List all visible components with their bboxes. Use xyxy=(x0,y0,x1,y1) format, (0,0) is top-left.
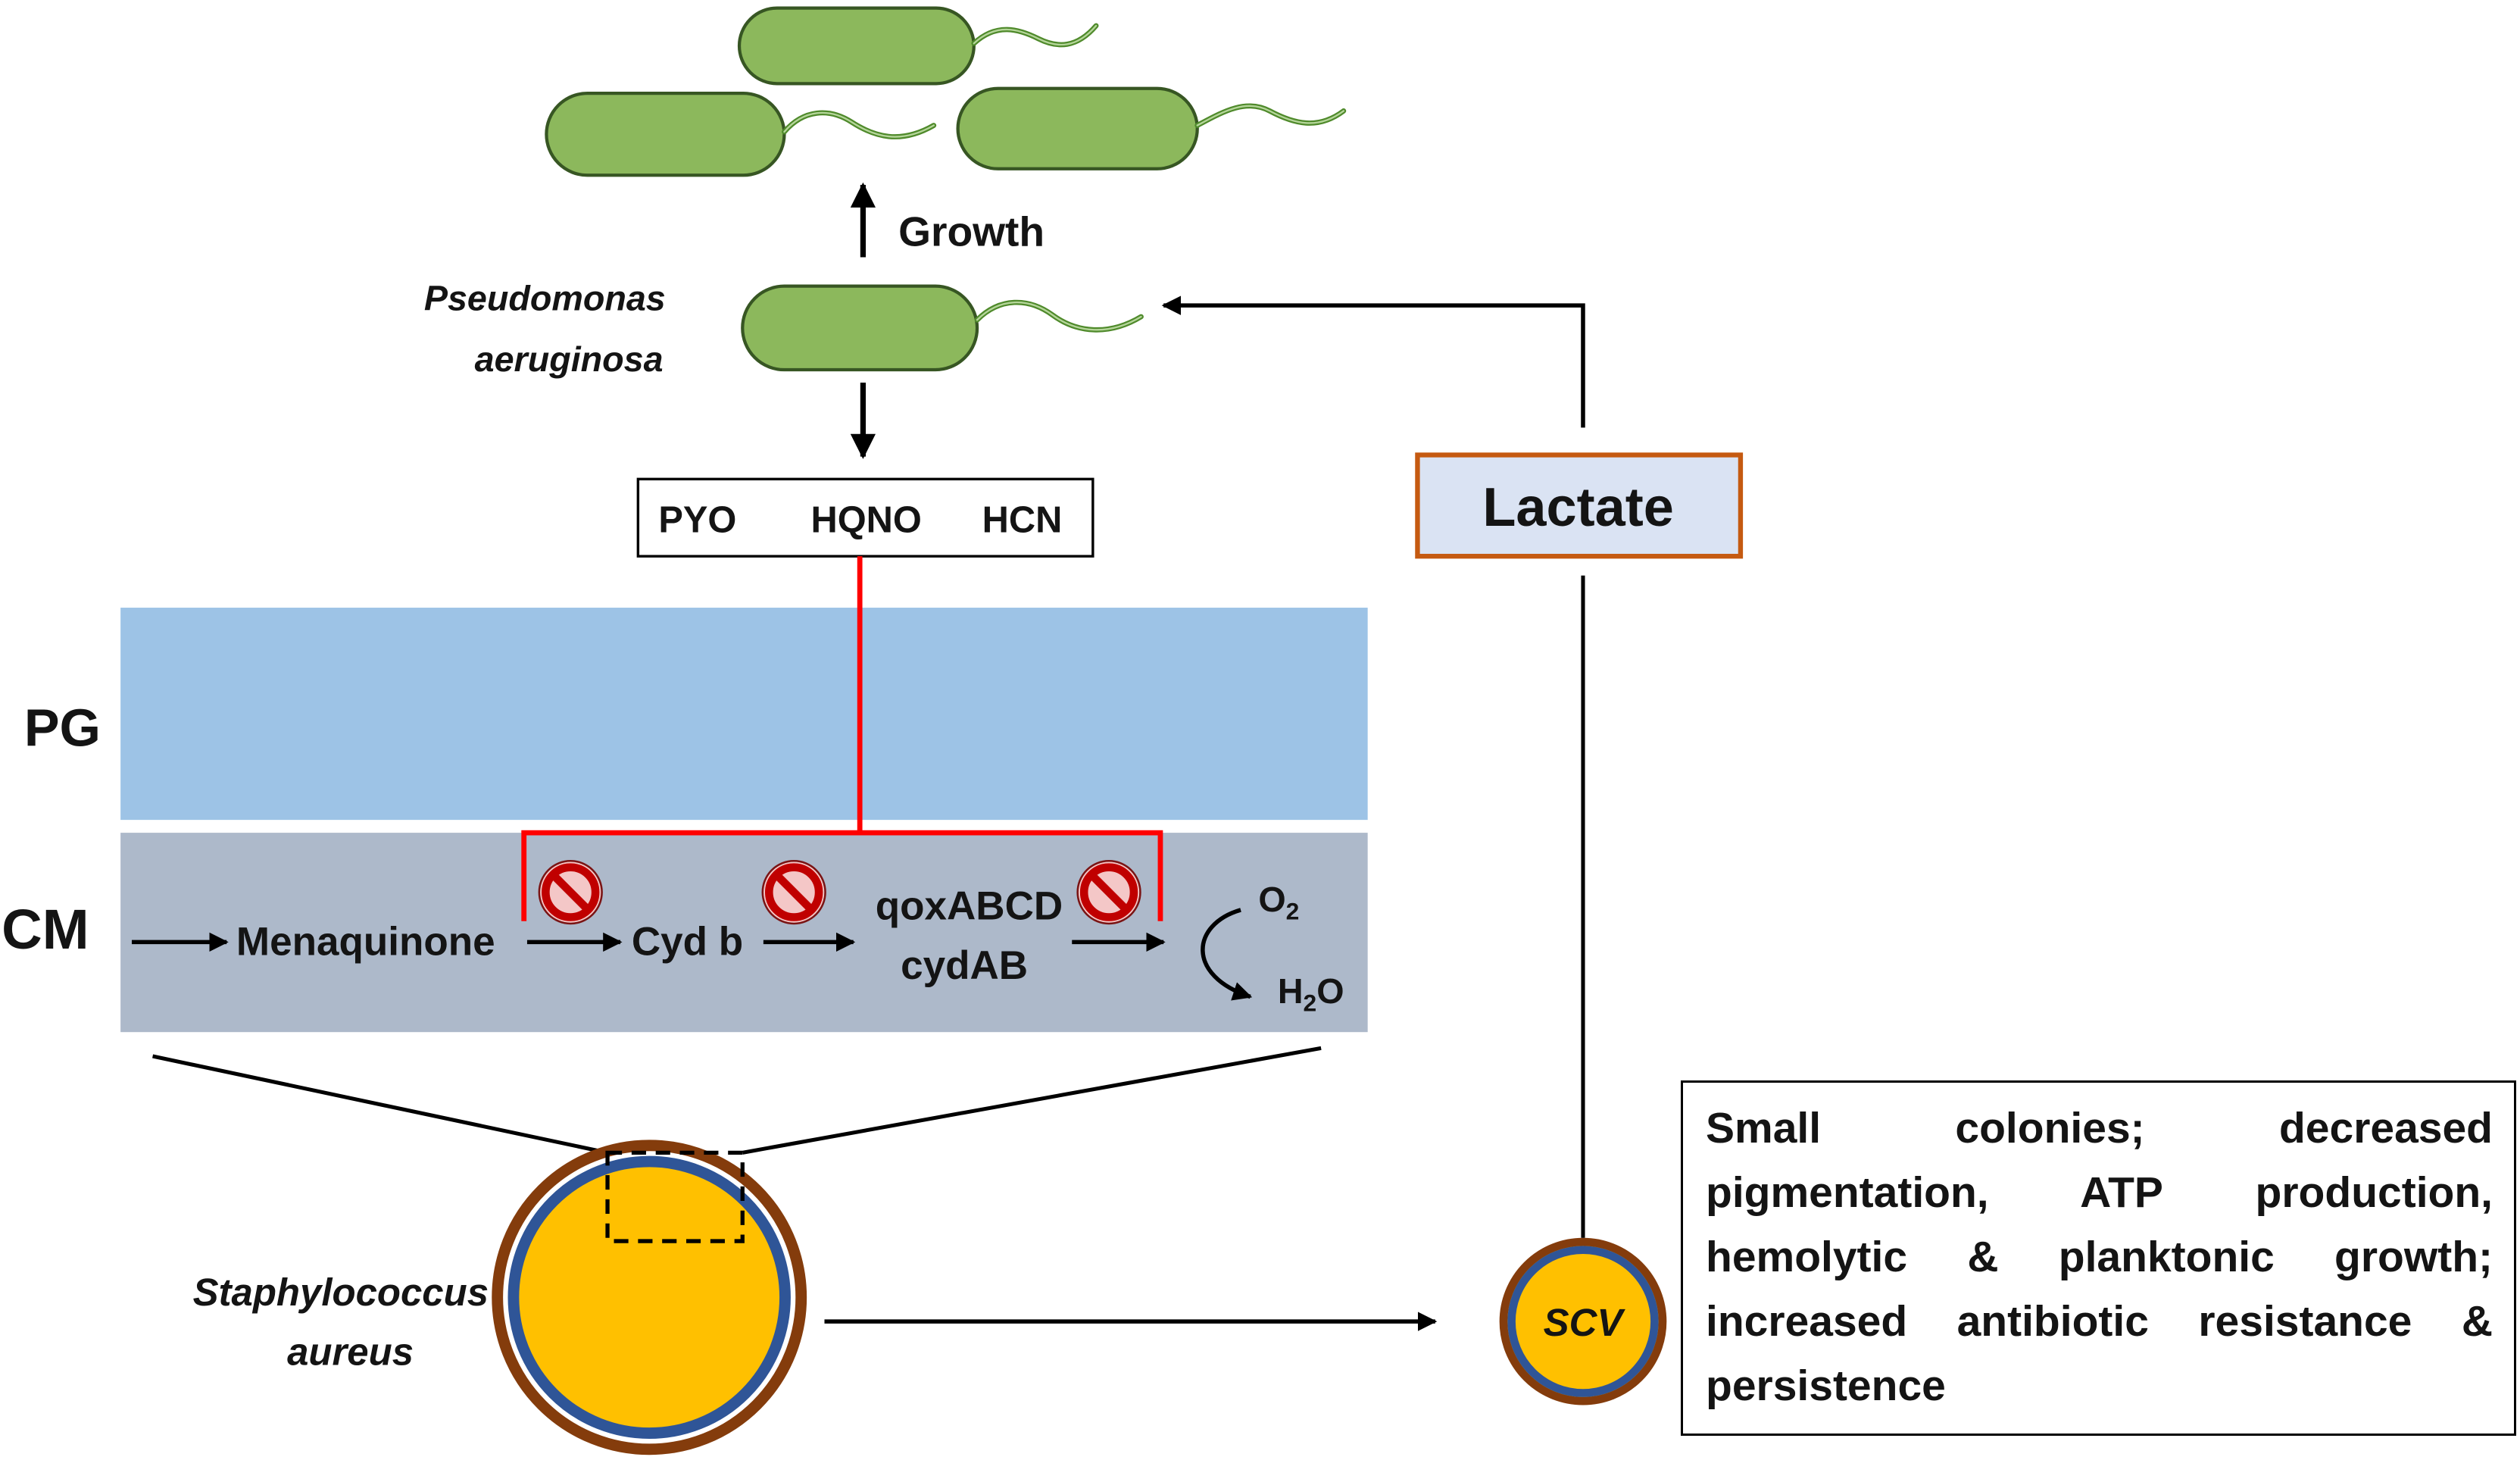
factor-pyo: PYO xyxy=(658,499,736,540)
peptidoglycan-layer xyxy=(120,608,1368,821)
staph-label-genus: Staphylococcus xyxy=(193,1271,489,1314)
bacterium-rod-icon xyxy=(545,91,937,177)
bacterium-body xyxy=(956,86,1199,170)
prohibition-icon xyxy=(761,859,826,925)
prohibition-icon xyxy=(1076,859,1141,925)
bacterium-body xyxy=(737,6,976,86)
scv-cell: SCV xyxy=(1499,1237,1667,1405)
pseudomonas-label-genus: Pseudomonas xyxy=(424,279,666,318)
bacterium-body xyxy=(741,284,979,372)
cydab-label: cydAB xyxy=(901,943,1028,988)
menaquinone-label: Menaquinone xyxy=(236,919,495,964)
water-subscript: 2 xyxy=(1304,990,1317,1017)
staph-aureus-cell xyxy=(492,1140,807,1455)
scv-membrane-ring xyxy=(1507,1246,1659,1397)
scv-phenotype-box: Small colonies; decreased pigmentation, … xyxy=(1681,1080,2516,1436)
flagellum-highlight xyxy=(783,111,935,138)
zoom-line-right xyxy=(742,1046,1322,1155)
bacterium-rod-icon xyxy=(956,86,1347,170)
lactate-box: Lactate xyxy=(1415,452,1744,559)
factor-hcn: HCN xyxy=(982,499,1063,540)
cm-label: CM xyxy=(2,898,89,961)
zoom-line-left xyxy=(152,1054,608,1155)
flagellum xyxy=(974,299,1144,333)
flagellum-highlight xyxy=(976,301,1142,331)
factor-hqno: HQNO xyxy=(810,499,921,540)
lactate-feedback-arrow xyxy=(1161,295,1585,428)
bacterium-body xyxy=(545,91,786,177)
virulence-factor-box: PYO HQNO HCN xyxy=(636,477,1094,558)
pseudomonas-label-species: aeruginosa xyxy=(475,339,664,379)
staph-label-species: aureus xyxy=(287,1330,414,1373)
respiratory-chain: Menaquinone Cyd b qoxABCD cydAB O2 H2O xyxy=(131,880,1344,1017)
water-base: H xyxy=(1278,971,1304,1011)
virulence-factor-frame xyxy=(636,477,1094,558)
cyd-b-label: Cyd b xyxy=(632,919,743,964)
phenotype-line: persistence xyxy=(1706,1362,1946,1410)
water-tail: O xyxy=(1316,971,1344,1011)
lactate-label: Lactate xyxy=(1482,477,1674,538)
zoom-region-box xyxy=(605,1150,745,1243)
phenotype-line: Small colonies; decreased xyxy=(1706,1104,2493,1152)
oxygen-subscript: 2 xyxy=(1286,898,1300,925)
flagellum-highlight xyxy=(1196,105,1345,127)
phenotype-line: hemolytic & planktonic growth; xyxy=(1706,1233,2493,1281)
lactate-frame xyxy=(1415,452,1744,559)
inhibition-bracket xyxy=(521,830,1163,921)
qoxabcd-label: qoxABCD xyxy=(876,884,1063,929)
phenotype-line: increased antibiotic resistance & xyxy=(1706,1297,2493,1346)
water-label: H2O xyxy=(1278,971,1344,1017)
pseudomonas-bacterium xyxy=(741,284,1144,372)
bacterium-rod-icon xyxy=(737,6,1099,86)
scv-label: SCV xyxy=(1544,1301,1626,1344)
growth-label: Growth xyxy=(898,208,1045,255)
membrane-ring xyxy=(507,1155,791,1440)
pseudomonas-colony xyxy=(545,6,1347,177)
flagellum-highlight xyxy=(973,24,1098,46)
oxygen-base: O xyxy=(1258,880,1285,919)
flagellum xyxy=(971,23,1099,48)
pg-label: PG xyxy=(24,699,101,758)
prohibition-icon xyxy=(538,859,603,925)
oxygen-reduction-arrow xyxy=(1201,908,1253,1001)
phenotype-line: pigmentation, ATP production, xyxy=(1706,1168,2493,1217)
oxygen-label: O2 xyxy=(1258,880,1299,925)
